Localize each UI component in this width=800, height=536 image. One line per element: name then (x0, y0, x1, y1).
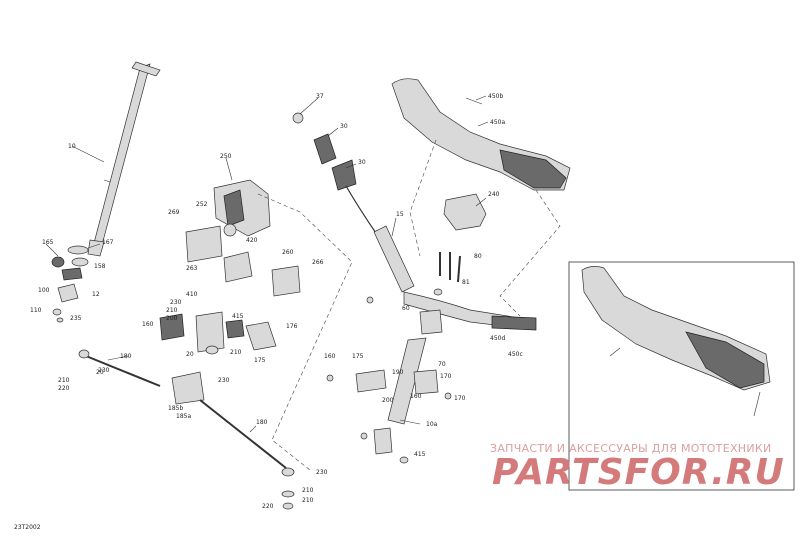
shaft-bearing-parts (51, 245, 89, 323)
callout: 450b (488, 93, 503, 100)
callout: 210 (166, 307, 178, 314)
callout: 10a (426, 421, 438, 428)
callout: 269 (168, 209, 180, 216)
guard-guide-lines-2 (499, 189, 561, 317)
callout: 160 (410, 393, 422, 400)
inset-hand-guard (581, 266, 771, 417)
callout: 176 (286, 323, 298, 330)
callout: 410 (186, 291, 198, 298)
callout: 200 (382, 397, 394, 404)
callout: 37 (316, 93, 324, 100)
callout: 220 (262, 503, 274, 510)
callout: 235 (70, 315, 82, 322)
tie-rods (78, 349, 295, 510)
callout: 250 (220, 153, 232, 160)
callout: 30 (358, 159, 366, 166)
leader-lines (45, 95, 489, 433)
callout: 263 (186, 265, 198, 272)
callout: 60 (402, 305, 410, 312)
handlebar-assembly (292, 112, 537, 464)
callout: 100 (38, 287, 50, 294)
callout: 420 (246, 237, 258, 244)
callout: 230 (170, 299, 182, 306)
inset-frame (568, 261, 795, 491)
steering-shaft (87, 61, 161, 257)
callout: 80 (474, 253, 482, 260)
assembly-boundary (257, 193, 353, 471)
callout: 190 (392, 369, 404, 376)
callout: 252 (196, 201, 208, 208)
callout: 160 (142, 321, 154, 328)
callout: 30 (340, 123, 348, 130)
callout: 450d (490, 335, 505, 342)
pitman-arm-assembly (159, 311, 277, 355)
callout: 110 (30, 307, 42, 314)
callout: 200 (166, 315, 178, 322)
callout: 160 (324, 353, 336, 360)
callout: 12 (92, 291, 100, 298)
callout: 70 (438, 361, 446, 368)
callout: 165 (42, 239, 54, 246)
diagram-code: 23T2002 (14, 524, 41, 531)
callout-labels: 10 165 167 158 12 100 110 235 269 252 26… (30, 93, 523, 510)
callout: 210 (58, 377, 70, 384)
bolts-group (433, 252, 461, 296)
callout: 167 (102, 239, 114, 246)
callout: 185b (168, 405, 183, 412)
callout: 230 (98, 367, 110, 374)
callout: 170 (440, 373, 452, 380)
callout: 450c (508, 351, 523, 358)
callout: 230 (316, 469, 328, 476)
watermark-logo: PARTSFOR.RU (492, 452, 785, 493)
bracket-240 (443, 193, 487, 231)
callout: 210 (230, 349, 242, 356)
callout: 158 (94, 263, 106, 270)
callout: 260 (282, 249, 294, 256)
callout: 10 (68, 143, 76, 150)
callout: 210 (302, 497, 314, 504)
callout: 15 (396, 211, 404, 218)
callout: 415 (414, 451, 426, 458)
callout: 175 (352, 353, 364, 360)
callout: 180 (256, 419, 268, 426)
callout: 220 (58, 385, 70, 392)
callout: 450a (490, 119, 505, 126)
steering-gearbox (185, 179, 301, 297)
hand-guard (391, 78, 571, 191)
callout: 210 (302, 487, 314, 494)
callout: 230 (218, 377, 230, 384)
guard-guide-lines (409, 139, 437, 257)
callout: 180 (120, 353, 132, 360)
column-clamps (326, 296, 452, 440)
callout: 185a (176, 413, 191, 420)
callout: 20 (96, 369, 104, 376)
callout: 20 (186, 351, 194, 358)
callout: 415 (232, 313, 244, 320)
callout: 170 (454, 395, 466, 402)
callout: 81 (462, 279, 470, 286)
callout: 175 (254, 357, 266, 364)
callout: 266 (312, 259, 324, 266)
watermark-caption: ЗАПЧАСТИ И АКСЕССУАРЫ ДЛЯ МОТОТЕХНИКИ (490, 442, 772, 455)
callout: 240 (488, 191, 500, 198)
